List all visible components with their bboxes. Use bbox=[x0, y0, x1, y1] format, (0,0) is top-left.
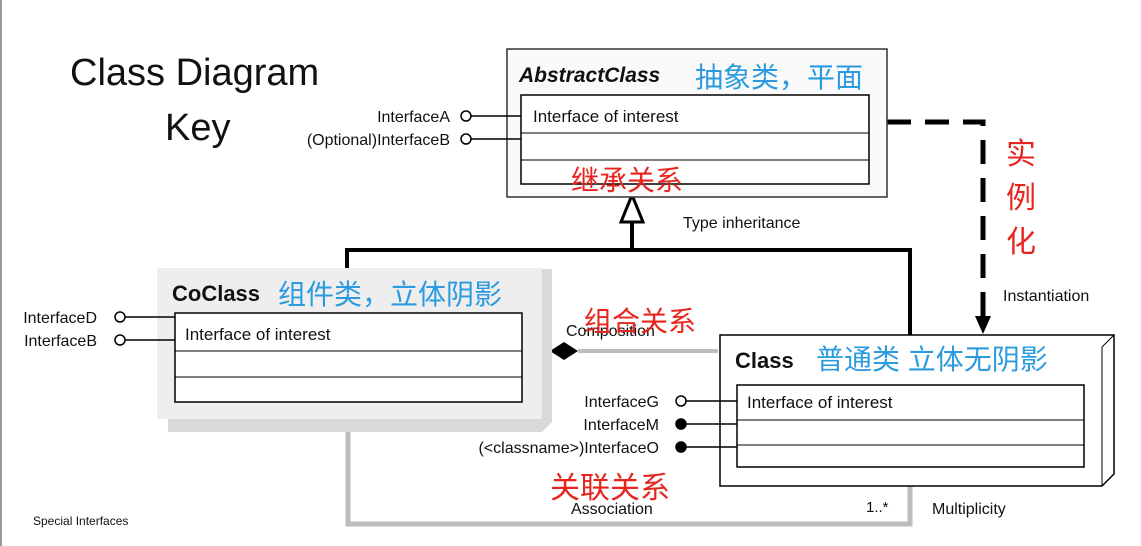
instantiation-annotation-char: 化 bbox=[1006, 226, 1036, 259]
multiplicity-value: 1..* bbox=[866, 499, 889, 516]
interface-lollipop-icon bbox=[460, 133, 472, 145]
composition-label: Composition bbox=[566, 323, 655, 340]
multiplicity-label: Multiplicity bbox=[932, 501, 1006, 518]
interface-label: InterfaceM bbox=[583, 417, 659, 434]
inheritance-connector bbox=[345, 191, 912, 335]
interface-lollipop-icon bbox=[675, 395, 687, 407]
class-interfaces: InterfaceG InterfaceM (<classname>)Inter… bbox=[478, 394, 737, 457]
interface-filled-icon bbox=[675, 418, 687, 430]
interface-filled-icon bbox=[675, 441, 687, 453]
coclass-annotation: 组件类，立体阴影 bbox=[278, 279, 502, 310]
interface-label: (Optional)InterfaceB bbox=[307, 132, 450, 149]
instantiation-annotation-char: 例 bbox=[1006, 182, 1036, 215]
inheritance-annotation: 继承关系 bbox=[571, 165, 683, 196]
diagram-title-line1: Class Diagram bbox=[70, 52, 319, 94]
coclass-name: CoClass bbox=[172, 281, 260, 306]
class-name: Class bbox=[735, 348, 794, 373]
class-box: Class 普通类 立体无阴影 Interface of interest bbox=[719, 334, 1115, 487]
diagram-title-line2: Key bbox=[165, 107, 230, 149]
interface-lollipop-icon bbox=[114, 311, 126, 323]
interface-label: (<classname>)InterfaceO bbox=[478, 440, 659, 457]
instantiation-annotation-char: 实 bbox=[1006, 138, 1036, 171]
coclass-box: CoClass 组件类，立体阴影 Interface of interest bbox=[157, 268, 552, 432]
instantiation-connector bbox=[887, 119, 991, 334]
abstract-class-annotation: 抽象类，平面 bbox=[695, 62, 863, 93]
instantiation-label: Instantiation bbox=[1003, 288, 1089, 305]
inheritance-arrowhead bbox=[618, 191, 646, 224]
composition-diamond bbox=[550, 342, 578, 360]
abstract-class-interface-row: Interface of interest bbox=[533, 107, 679, 126]
interface-lollipop-icon bbox=[114, 334, 126, 346]
composition-connector bbox=[550, 342, 718, 360]
class-annotation: 普通类 立体无阴影 bbox=[816, 344, 1048, 375]
class-interface-row: Interface of interest bbox=[747, 393, 893, 412]
interface-label: InterfaceB bbox=[24, 333, 97, 350]
instantiation-arrowhead bbox=[975, 316, 991, 334]
instantiation-annotation: 实 例 化 bbox=[1006, 138, 1036, 259]
interface-label: InterfaceD bbox=[23, 310, 97, 327]
special-interfaces-footer: Special Interfaces bbox=[33, 514, 128, 528]
coclass-interfaces: InterfaceD InterfaceB bbox=[23, 310, 175, 350]
interface-lollipop-icon bbox=[460, 110, 472, 122]
inheritance-label: Type inheritance bbox=[683, 215, 801, 232]
abstract-class-name: AbstractClass bbox=[518, 64, 660, 87]
coclass-interface-row: Interface of interest bbox=[185, 325, 331, 344]
composition-annotation: 组合关系 bbox=[584, 306, 696, 337]
abstract-class-interfaces: InterfaceA (Optional)InterfaceB bbox=[307, 109, 521, 149]
association-connector bbox=[345, 410, 913, 527]
abstract-class-box: AbstractClass 抽象类，平面 Interface of intere… bbox=[506, 48, 888, 198]
association-annotation: 关联关系 bbox=[550, 472, 670, 505]
interface-label: InterfaceG bbox=[584, 394, 659, 411]
association-label: Association bbox=[571, 501, 653, 518]
interface-label: InterfaceA bbox=[377, 109, 450, 126]
